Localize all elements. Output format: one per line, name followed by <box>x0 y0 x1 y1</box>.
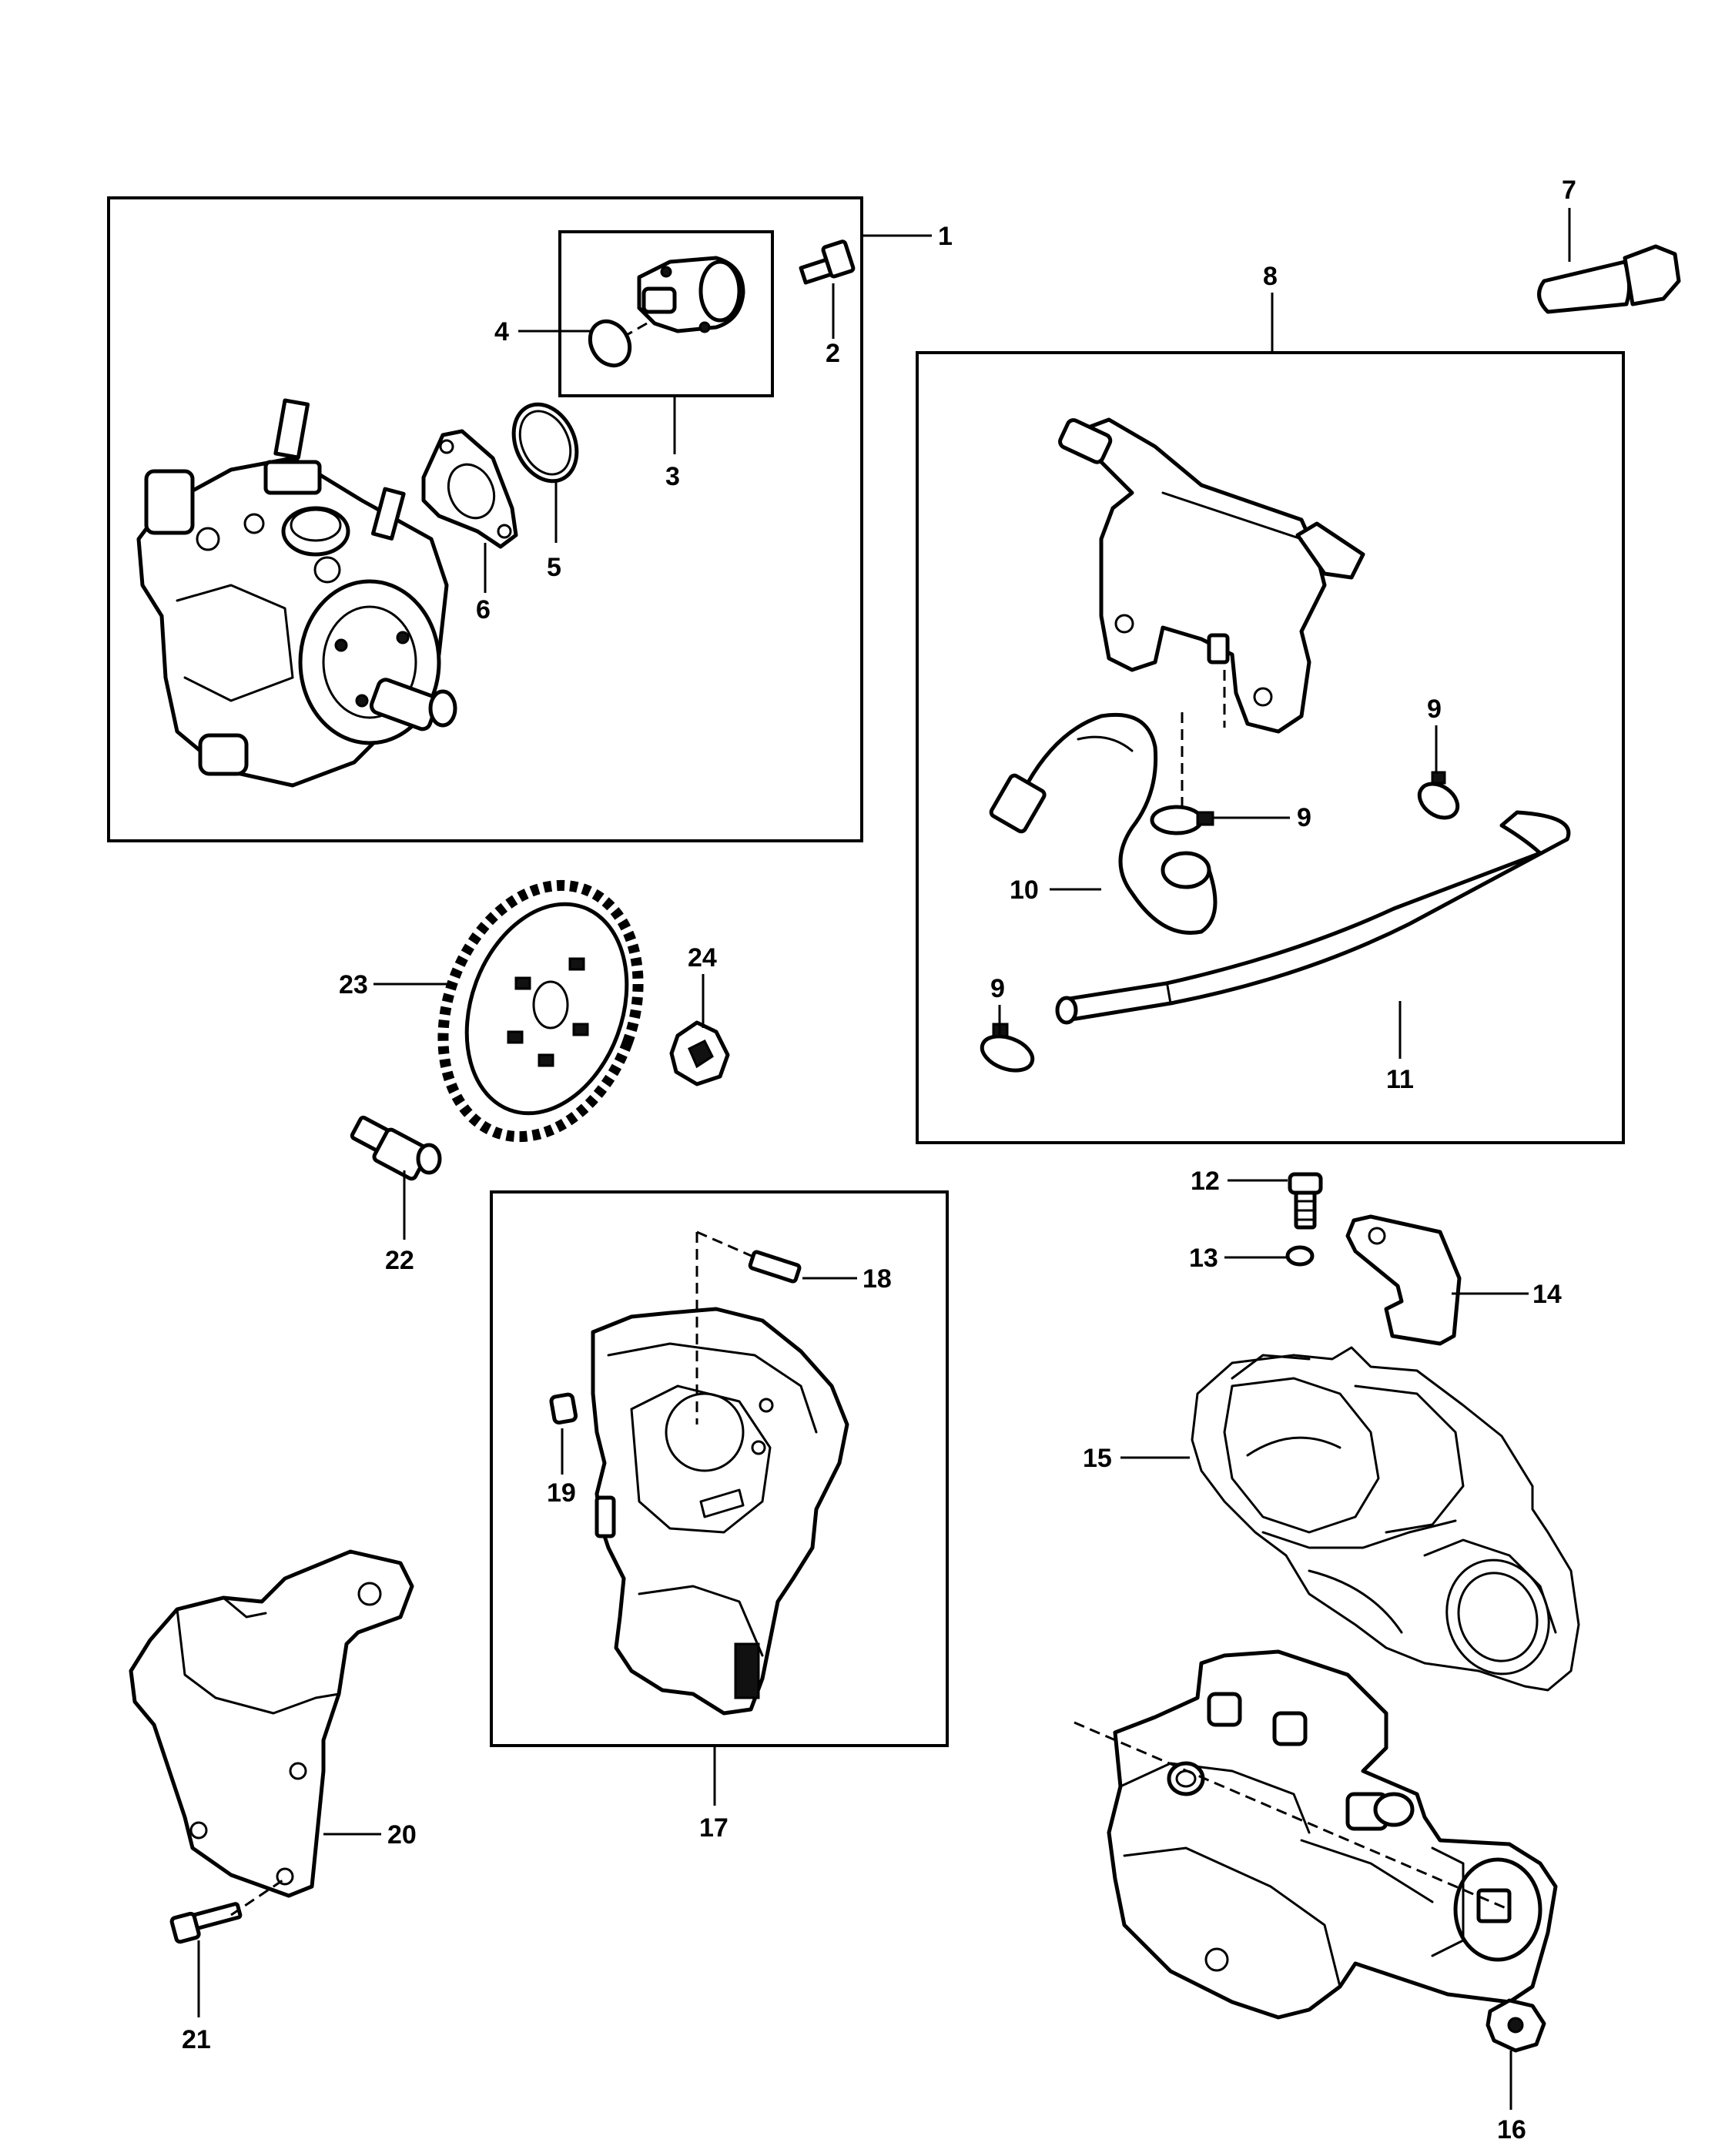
bolt-small <box>799 239 856 285</box>
callout-3[interactable]: 3 <box>665 462 680 491</box>
callout-2[interactable]: 2 <box>826 339 840 368</box>
sprocket-nut <box>669 1020 730 1086</box>
hose-clip-right <box>1417 771 1460 820</box>
pressure-regulator <box>592 256 745 356</box>
callout-9-right[interactable]: 9 <box>1427 695 1442 724</box>
o-ring-large <box>511 402 579 484</box>
fuel-hose-short <box>989 712 1218 935</box>
callout-21[interactable]: 21 <box>182 2025 211 2054</box>
spacer-stud <box>350 1115 442 1181</box>
callout-19[interactable]: 19 <box>547 1478 576 1508</box>
callout-12[interactable]: 12 <box>1191 1167 1220 1196</box>
callout-17[interactable]: 17 <box>699 1813 729 1843</box>
o-ring-small <box>588 319 632 368</box>
timing-cover <box>591 1307 849 1716</box>
pump-sprocket <box>437 879 644 1143</box>
fuel-filter-bracket <box>1058 417 1365 734</box>
callout-8[interactable]: 8 <box>1263 262 1278 291</box>
cover-stud <box>748 1250 802 1284</box>
fuel-hose-long <box>1055 810 1571 1025</box>
washer <box>1285 1245 1315 1267</box>
callout-20[interactable]: 20 <box>387 1820 417 1850</box>
callout-24[interactable]: 24 <box>688 943 717 973</box>
heat-shield <box>129 1549 414 1898</box>
callout-13[interactable]: 13 <box>1189 1244 1218 1273</box>
callout-6[interactable]: 6 <box>476 595 491 624</box>
callout-15[interactable]: 15 <box>1083 1444 1112 1473</box>
callout-4[interactable]: 4 <box>494 317 509 346</box>
hose-clip-lower <box>980 1023 1035 1073</box>
callout-9-middle[interactable]: 9 <box>1297 803 1311 832</box>
flange-nut <box>1486 1998 1546 2053</box>
callout-10[interactable]: 10 <box>1010 875 1039 905</box>
group-frame-3 <box>558 230 774 397</box>
group-frame-8 <box>916 351 1625 1144</box>
gasket-plate <box>421 429 518 549</box>
pump-cover <box>1191 1346 1580 1692</box>
dowel-pin <box>549 1392 578 1425</box>
callout-9-lower[interactable]: 9 <box>990 974 1005 1003</box>
callout-16[interactable]: 16 <box>1497 2115 1526 2144</box>
callout-22[interactable]: 22 <box>385 1246 414 1275</box>
callout-5[interactable]: 5 <box>547 553 561 582</box>
bracket-bolt <box>1288 1172 1323 1230</box>
high-pressure-pump <box>136 398 457 788</box>
mounting-bracket <box>1345 1214 1462 1346</box>
callout-11[interactable]: 11 <box>1386 1065 1414 1094</box>
group-frame-1 <box>107 196 863 842</box>
callout-23[interactable]: 23 <box>339 970 368 999</box>
callout-14[interactable]: 14 <box>1532 1280 1562 1309</box>
shield-bolt <box>169 1902 243 1944</box>
flanged-bolt <box>1537 244 1681 314</box>
group-frame-17 <box>490 1190 949 1747</box>
callout-7[interactable]: 7 <box>1562 176 1576 205</box>
hose-clip-middle <box>1150 805 1214 835</box>
callout-1[interactable]: 1 <box>938 222 953 251</box>
callout-18[interactable]: 18 <box>862 1264 892 1294</box>
